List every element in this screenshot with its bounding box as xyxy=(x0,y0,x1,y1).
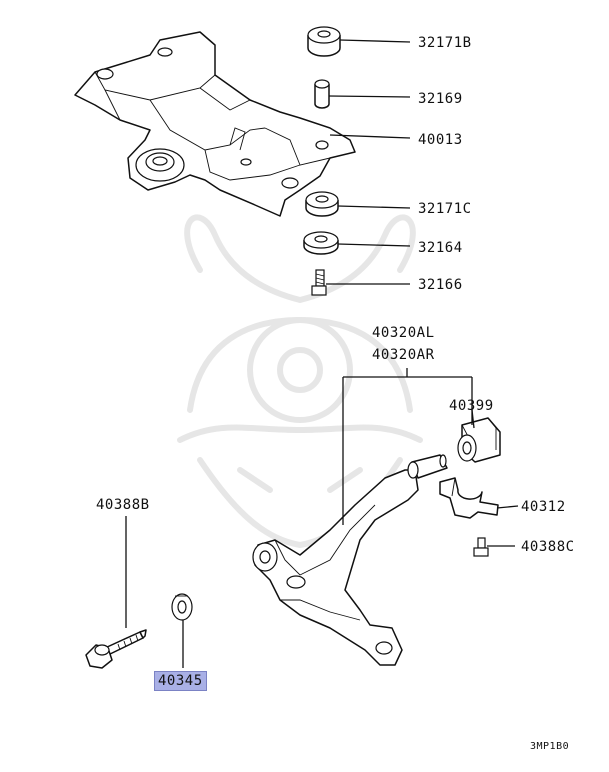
bolt-40388C xyxy=(473,537,489,557)
label-32164[interactable]: 32164 xyxy=(418,240,463,256)
label-40320AR[interactable]: 40320AR xyxy=(372,347,435,363)
label-40388C[interactable]: 40388C xyxy=(521,539,575,555)
bolt-32166 xyxy=(311,269,327,296)
crossmember-40013 xyxy=(74,31,356,217)
leader-lines-lower xyxy=(342,368,519,547)
leader-lines-top xyxy=(326,39,411,285)
label-40312[interactable]: 40312 xyxy=(521,499,566,515)
bolt-40388B xyxy=(85,516,147,669)
bushing-32171C xyxy=(305,191,339,217)
washer-40345 xyxy=(171,593,193,668)
label-32169[interactable]: 32169 xyxy=(418,91,463,107)
label-40388B[interactable]: 40388B xyxy=(96,497,150,513)
collar-32169 xyxy=(314,79,330,109)
label-32171B[interactable]: 32171B xyxy=(418,35,472,51)
lower-arm-40320 xyxy=(252,454,448,666)
diagram-code: 3MP1B0 xyxy=(530,741,570,752)
bushing-40399 xyxy=(457,417,501,463)
label-40345-highlighted[interactable]: 40345 xyxy=(154,671,207,691)
washer-32164 xyxy=(303,231,339,255)
label-32171C[interactable]: 32171C xyxy=(418,201,472,217)
label-40013[interactable]: 40013 xyxy=(418,132,463,148)
label-40399[interactable]: 40399 xyxy=(449,398,494,414)
label-32166[interactable]: 32166 xyxy=(418,277,463,293)
label-40320AL[interactable]: 40320AL xyxy=(372,325,435,341)
clamp-40312 xyxy=(439,477,499,519)
bushing-32171B xyxy=(307,26,341,57)
